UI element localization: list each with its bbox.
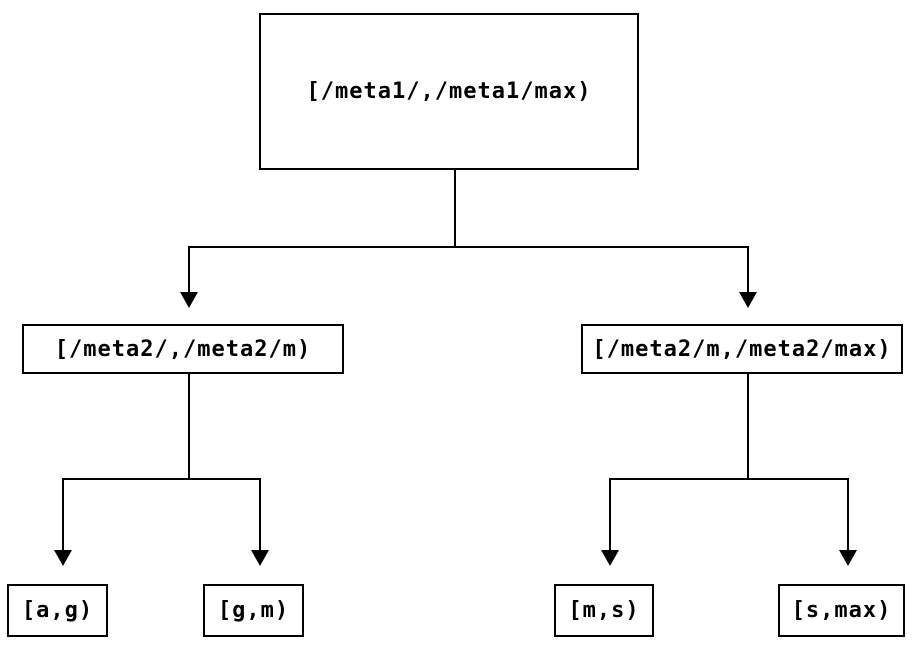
node-meta2-lower-range: [/meta2/,/meta2/m) xyxy=(22,324,344,374)
edge-to-leaf-a-g-drop xyxy=(62,478,64,550)
arrowhead-to-meta2-lower xyxy=(180,292,198,308)
edge-to-leaf-g-m-drop xyxy=(259,478,261,550)
edge-root-branch-bar xyxy=(188,246,749,248)
node-leaf-a-g: [a,g) xyxy=(7,584,108,637)
edge-right-subtree-stem xyxy=(747,374,749,480)
node-root-meta1-range: [/meta1/,/meta1/max) xyxy=(259,13,639,170)
edge-root-to-right-drop xyxy=(747,246,749,293)
arrowhead-to-leaf-g-m xyxy=(251,550,269,566)
edge-to-leaf-m-s-drop xyxy=(609,478,611,550)
node-leaf-g-m: [g,m) xyxy=(203,584,304,637)
arrowhead-to-leaf-m-s xyxy=(601,550,619,566)
arrowhead-to-meta2-upper xyxy=(739,292,757,308)
arrowhead-to-leaf-s-max xyxy=(839,550,857,566)
node-meta2-upper-range: [/meta2/m,/meta2/max) xyxy=(581,324,903,374)
edge-root-to-left-drop xyxy=(188,246,190,293)
edge-to-leaf-s-max-drop xyxy=(847,478,849,550)
edge-root-stem xyxy=(454,170,456,247)
edge-left-subtree-stem xyxy=(188,374,190,480)
node-leaf-s-max: [s,max) xyxy=(778,584,905,637)
edge-right-subtree-branch-bar xyxy=(609,478,849,480)
node-leaf-m-s: [m,s) xyxy=(554,584,654,637)
arrowhead-to-leaf-a-g xyxy=(54,550,72,566)
edge-left-subtree-branch-bar xyxy=(62,478,261,480)
